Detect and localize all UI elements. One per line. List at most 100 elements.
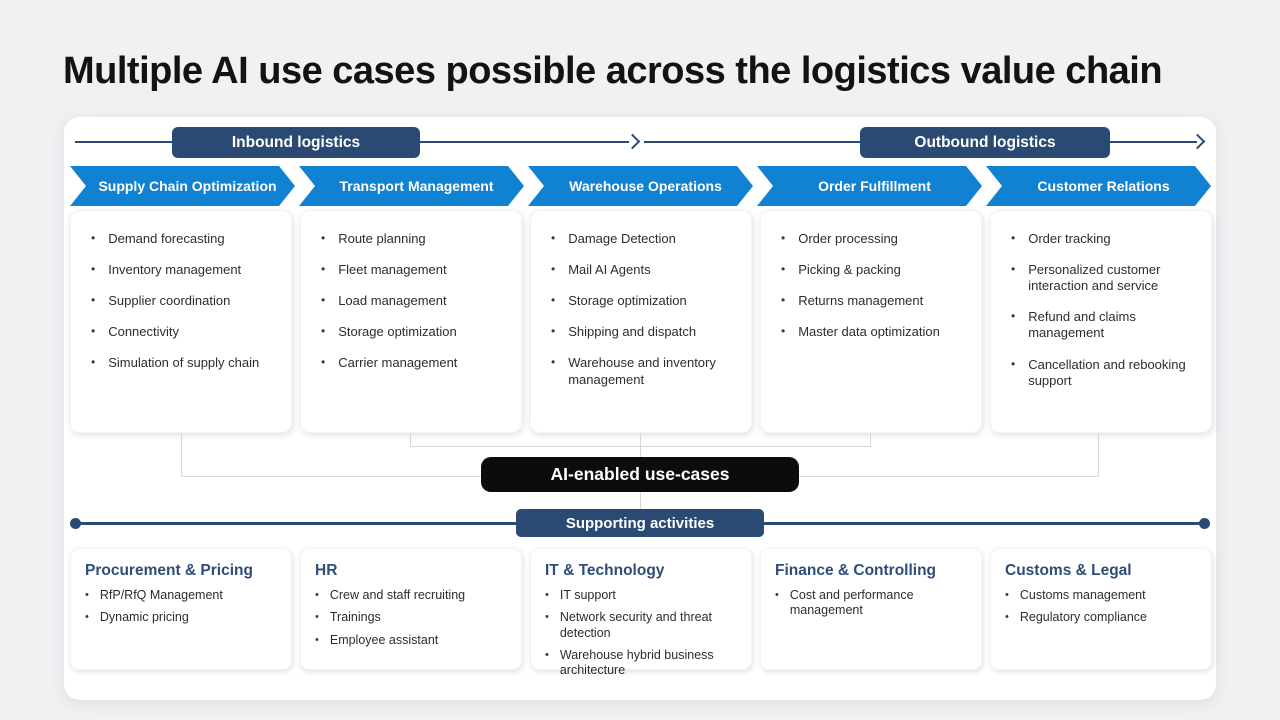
- page-title: Multiple AI use cases possible across th…: [63, 50, 1163, 92]
- bullet-dot-icon: •: [315, 633, 319, 646]
- use-case-item: • Warehouse and inventory management: [551, 355, 737, 387]
- bullet-dot-icon: •: [91, 355, 96, 370]
- stage-chevron-4: Customer Relations: [986, 166, 1211, 206]
- bullet-text: Fleet management: [338, 262, 447, 278]
- bullet-dot-icon: •: [781, 262, 786, 277]
- bullet-dot-icon: •: [545, 648, 549, 661]
- bullet-text: Storage optimization: [568, 293, 687, 309]
- bullet-dot-icon: •: [781, 324, 786, 339]
- bullet-text: Load management: [338, 293, 447, 309]
- bullet-text: Demand forecasting: [108, 231, 225, 246]
- bullet-list: • Route planning • Fleet management • Load ma…: [321, 231, 507, 372]
- supporting-item: •Warehouse hybrid business architecture: [545, 648, 741, 679]
- supporting-item: •Network security and threat detection: [545, 610, 741, 641]
- bullet-dot-icon: •: [781, 231, 786, 245]
- bullet-text: Connectivity: [108, 324, 180, 340]
- bullet-text: Returns management: [798, 293, 924, 309]
- bullet-text: Inventory management: [108, 262, 242, 278]
- stage-label: Supply Chain Optimization: [98, 178, 277, 194]
- bullet-dot-icon: •: [1011, 262, 1016, 277]
- bullet-dot-icon: •: [545, 589, 549, 601]
- bullet-list: •Order processing•Picking & packing•Retu…: [781, 231, 967, 340]
- bullet-list: •Crew and staff recruiting•Trainings•Emp…: [315, 588, 511, 648]
- use-case-item: • Connectivity: [91, 324, 277, 340]
- bullet-text: Network security and threat detection: [559, 610, 713, 640]
- use-case-item: •Picking & packing: [781, 262, 967, 278]
- supporting-card-1: HR•Crew and staff recruiting•Trainings•E…: [300, 548, 522, 670]
- bullet-text: Personalized customer interaction and se…: [1028, 262, 1161, 294]
- bullet-text: RfP/RfQ Management: [99, 588, 223, 602]
- bullet-text: Dynamic pricing: [99, 610, 189, 625]
- use-case-item: • Supplier coordination: [91, 293, 277, 309]
- supporting-card-3: Finance & Controlling •Cost and performan…: [760, 548, 982, 670]
- bullet-text: Cost and performance management: [789, 588, 914, 618]
- use-case-card-4: •Order tracking•Personalized customer in…: [990, 210, 1212, 433]
- bullet-text: Warehouse and inventory management: [568, 355, 716, 387]
- bullet-list: •Customs management•Regulatory complianc…: [1005, 588, 1201, 626]
- bullet-text: IT support: [559, 588, 616, 602]
- endpoint-dot-icon: [70, 518, 81, 529]
- arrow-right-icon: [624, 133, 641, 150]
- supporting-card-title: IT & Technology: [545, 562, 665, 579]
- use-case-item: • Personalized customer interaction and s…: [1011, 262, 1197, 294]
- ai-enabled-use-cases-pill: AI-enabled use-cases: [481, 457, 799, 492]
- bullet-text: Damage Detection: [568, 231, 676, 246]
- use-case-item: • Load management: [321, 293, 507, 309]
- bullet-dot-icon: •: [551, 355, 556, 370]
- bullet-dot-icon: •: [1005, 589, 1009, 601]
- use-case-item: •Order processing: [781, 231, 967, 247]
- bullet-dot-icon: •: [1011, 309, 1016, 324]
- connector-line: [870, 433, 871, 446]
- bullet-text: Carrier management: [338, 355, 458, 371]
- use-case-item: •Damage Detection: [551, 231, 737, 247]
- use-case-item: •Mail AI Agents: [551, 262, 737, 278]
- bullet-text: Supplier coordination: [108, 293, 231, 309]
- supporting-activities-badge: Supporting activities: [516, 509, 764, 537]
- use-case-item: •Cancellation and rebooking support: [1011, 357, 1197, 389]
- use-case-item: •Order tracking: [1011, 231, 1197, 247]
- bullet-text: Shipping and dispatch: [568, 324, 697, 340]
- bullet-dot-icon: •: [91, 262, 96, 277]
- supporting-card-title: Procurement & Pricing: [85, 562, 253, 579]
- supporting-card-title: HR: [315, 562, 338, 579]
- supporting-card-0: Procurement & Pricing • RfP/RfQ Management…: [70, 548, 292, 670]
- value-chain-stage-bar: Supply Chain Optimization Transport Manag…: [70, 166, 1211, 206]
- use-case-item: •Returns management: [781, 293, 967, 309]
- bullet-list: •Cost and performance management: [775, 588, 971, 619]
- supporting-card-title: Customs & Legal: [1005, 562, 1132, 579]
- bullet-text: Cancellation and rebooking support: [1028, 356, 1186, 388]
- stage-chevron-1: Transport Management: [299, 166, 524, 206]
- bullet-text: Route planning: [338, 231, 426, 246]
- stage-label: Customer Relations: [1037, 178, 1170, 194]
- bullet-dot-icon: •: [551, 324, 556, 339]
- supporting-cards-row: Procurement & Pricing • RfP/RfQ Management…: [70, 548, 1212, 677]
- supporting-card-title: Finance & Controlling: [775, 562, 937, 579]
- bullet-dot-icon: •: [315, 589, 319, 601]
- bullet-text: Employee assistant: [329, 632, 439, 647]
- use-case-card-1: • Route planning • Fleet management • Load ma…: [300, 210, 522, 433]
- bullet-text: Crew and staff recruiting: [329, 588, 466, 602]
- stage-label: Transport Management: [339, 178, 494, 194]
- bullet-text: Order tracking: [1028, 231, 1111, 246]
- arrow-right-icon: [1189, 133, 1206, 150]
- supporting-item: • IT support: [545, 588, 741, 603]
- use-case-item: • Shipping and dispatch: [551, 324, 737, 340]
- stage-label: Warehouse Operations: [569, 178, 722, 194]
- endpoint-dot-icon: [1199, 518, 1210, 529]
- stage-chevron-2: Warehouse Operations: [528, 166, 753, 206]
- bullet-dot-icon: •: [321, 231, 326, 245]
- connector-line: [181, 433, 182, 476]
- connector-line: [410, 433, 411, 446]
- bullet-dot-icon: •: [91, 324, 96, 339]
- connector-line: [410, 446, 871, 447]
- bullet-text: Mail AI Agents: [568, 262, 651, 278]
- bullet-list: •Order tracking•Personalized customer in…: [1011, 231, 1197, 389]
- bullet-dot-icon: •: [91, 293, 96, 308]
- bullet-text: Trainings: [329, 610, 381, 625]
- use-case-item: •Simulation of supply chain: [91, 355, 277, 371]
- supporting-card-2: IT & Technology•IT support•Network secur…: [530, 548, 752, 677]
- bullet-dot-icon: •: [321, 293, 326, 308]
- supporting-item: • Crew and staff recruiting: [315, 588, 511, 603]
- bullet-dot-icon: •: [85, 589, 89, 601]
- bullet-dot-icon: •: [85, 611, 89, 624]
